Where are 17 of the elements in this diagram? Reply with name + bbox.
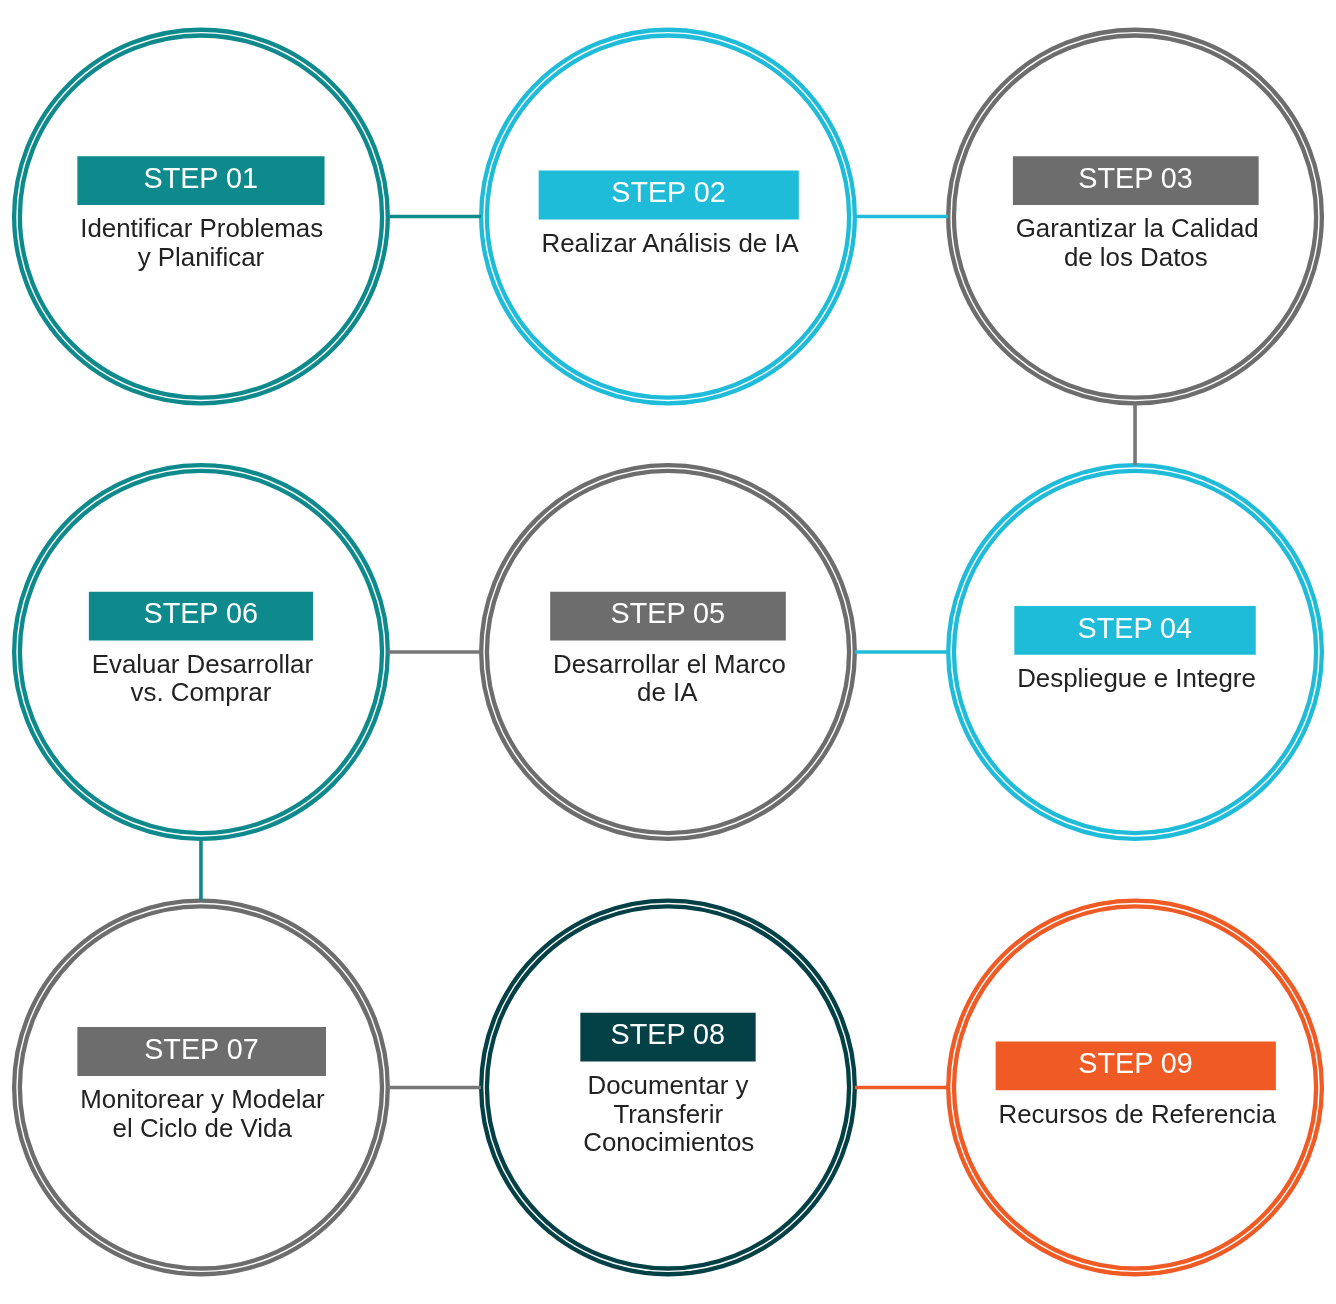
connector	[854, 1085, 949, 1090]
connector	[387, 650, 481, 654]
node-circle: STEP 05 Desarrollar el Marco de IA	[479, 463, 857, 841]
node-circle: STEP 06 Evaluar Desarrollar vs. Comprar	[11, 463, 390, 841]
connector	[1133, 403, 1137, 465]
connector	[854, 650, 949, 654]
node-circle: STEP 02 Realizar Análisis de IA	[479, 27, 857, 406]
node-circle: STEP 07 Monitorear y Modelar el Ciclo de Vida	[11, 898, 390, 1277]
connector	[387, 214, 481, 219]
node-circle: STEP 01 Identificar Problemas y Planificar	[11, 27, 390, 406]
node-circle: STEP 09 Recursos de Referencia	[946, 898, 1325, 1277]
node-circle: STEP 04 Despliegue e Integre	[946, 463, 1325, 841]
connector	[854, 214, 949, 219]
connector	[387, 1085, 481, 1090]
connector	[199, 839, 203, 901]
node-circle: STEP 03 Garantizar la Calidad de los Datos	[946, 27, 1325, 406]
node-circle: STEP 08 Documentar y Transferir Conocimientos	[479, 898, 857, 1277]
